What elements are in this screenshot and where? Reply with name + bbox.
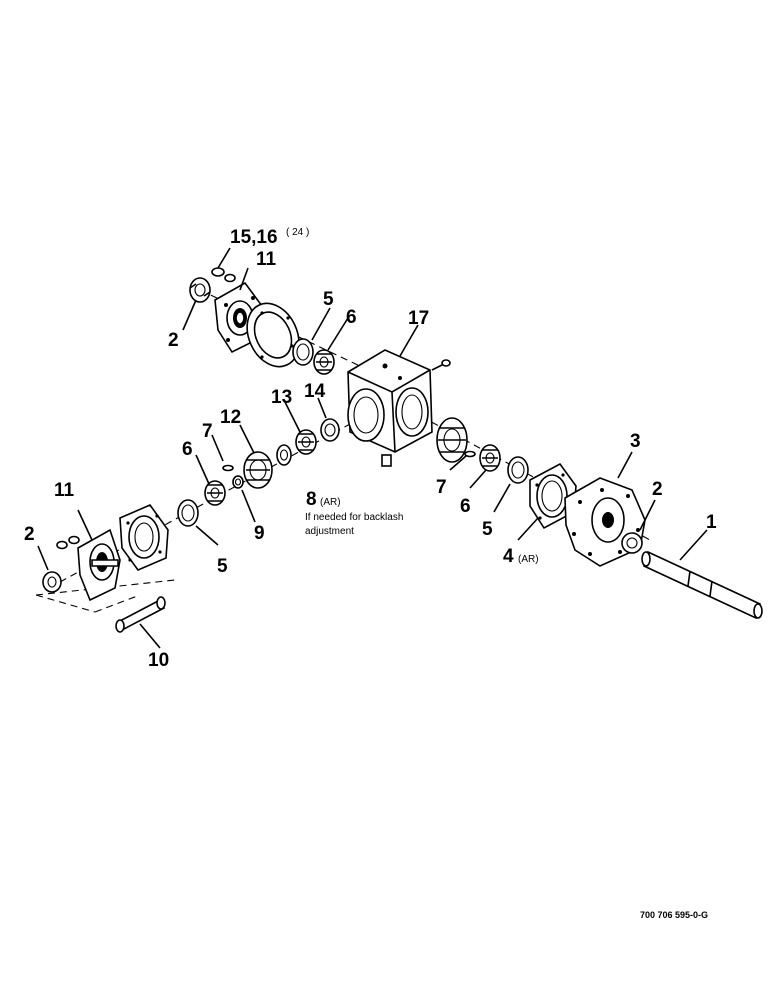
callout-1: 1 [706,512,717,533]
part-2-bearing-cup-left [42,571,62,593]
part-8-shim [276,444,292,466]
callout-6-right: 6 [460,496,471,517]
callout-11-top: 11 [256,249,277,270]
callout-12: 12 [220,407,241,428]
part-4-shim-gasket-left [119,504,169,571]
callout-7-left: 7 [202,421,213,442]
part-5-bearing-cup-left [177,499,199,527]
callout-15-16-qty: ( 24 ) [286,227,309,238]
part-12-bevel-gear-right [436,417,468,463]
backlash-note-line1: If needed for backlash [305,512,403,523]
callout-11-left: 11 [54,480,75,501]
callout-5-top: 5 [323,289,334,310]
part-7-key-left [222,464,234,472]
callout-7-right: 7 [436,477,447,498]
part-2-bearing-cup-right [621,532,643,554]
callout-4-ar: (AR) [518,554,539,565]
callout-14: 14 [304,381,326,402]
part-17-gearbox-housing [347,349,451,467]
callout-6-top: 6 [346,307,357,328]
callout-4: 4 [503,546,514,567]
callout-17: 17 [408,308,429,329]
part-14-bearing-cup-center [320,418,340,442]
callout-13: 13 [271,387,292,408]
part-1-input-shaft [641,550,763,620]
part-10-shaft-left [115,596,166,633]
part-12-bevel-gear-left [243,451,273,489]
part-6-bearing-cone-right [479,444,501,472]
leader-lines [37,247,708,649]
callout-3: 3 [630,431,641,452]
part-4-shim-gasket-top [246,302,300,368]
callout-2-left: 2 [24,524,35,545]
callout-8: 8 [306,489,317,510]
callout-8-ar: (AR) [320,497,341,508]
callout-9: 9 [254,523,265,544]
part-4-shim-gasket-right [529,462,577,530]
callout-2-right: 2 [652,479,663,500]
callout-15-16: 15,16 [230,227,278,248]
callout-2-top: 2 [168,330,179,351]
callout-10: 10 [148,650,169,671]
part-13-bearing-cone-center [295,429,317,455]
backlash-note-line2: adjustment [305,526,354,537]
part-11-bearing-cap-left [77,528,121,602]
part-5-bearing-cup-upper [292,338,314,366]
part-15-16-bolts-left [56,535,80,550]
part-2-bearing-cup-top [189,277,211,303]
callout-5-left: 5 [217,556,228,577]
callout-6-left: 6 [182,439,193,460]
drawing-code: 700 706 595-0-G [640,910,708,920]
assembly-centerlines [35,289,651,613]
callouts: 15,16 ( 24 ) 11 2 5 6 17 13 14 12 7 6 8 … [24,227,717,671]
callout-5-right: 5 [482,519,493,540]
part-6-bearing-cone-left [204,480,226,506]
part-15-16-bolts-top [211,267,236,283]
part-7-key-right [464,450,476,458]
part-9-snap-ring [232,475,244,489]
part-5-bearing-cup-right [507,456,529,484]
part-6-bearing-cone-upper [313,349,335,375]
